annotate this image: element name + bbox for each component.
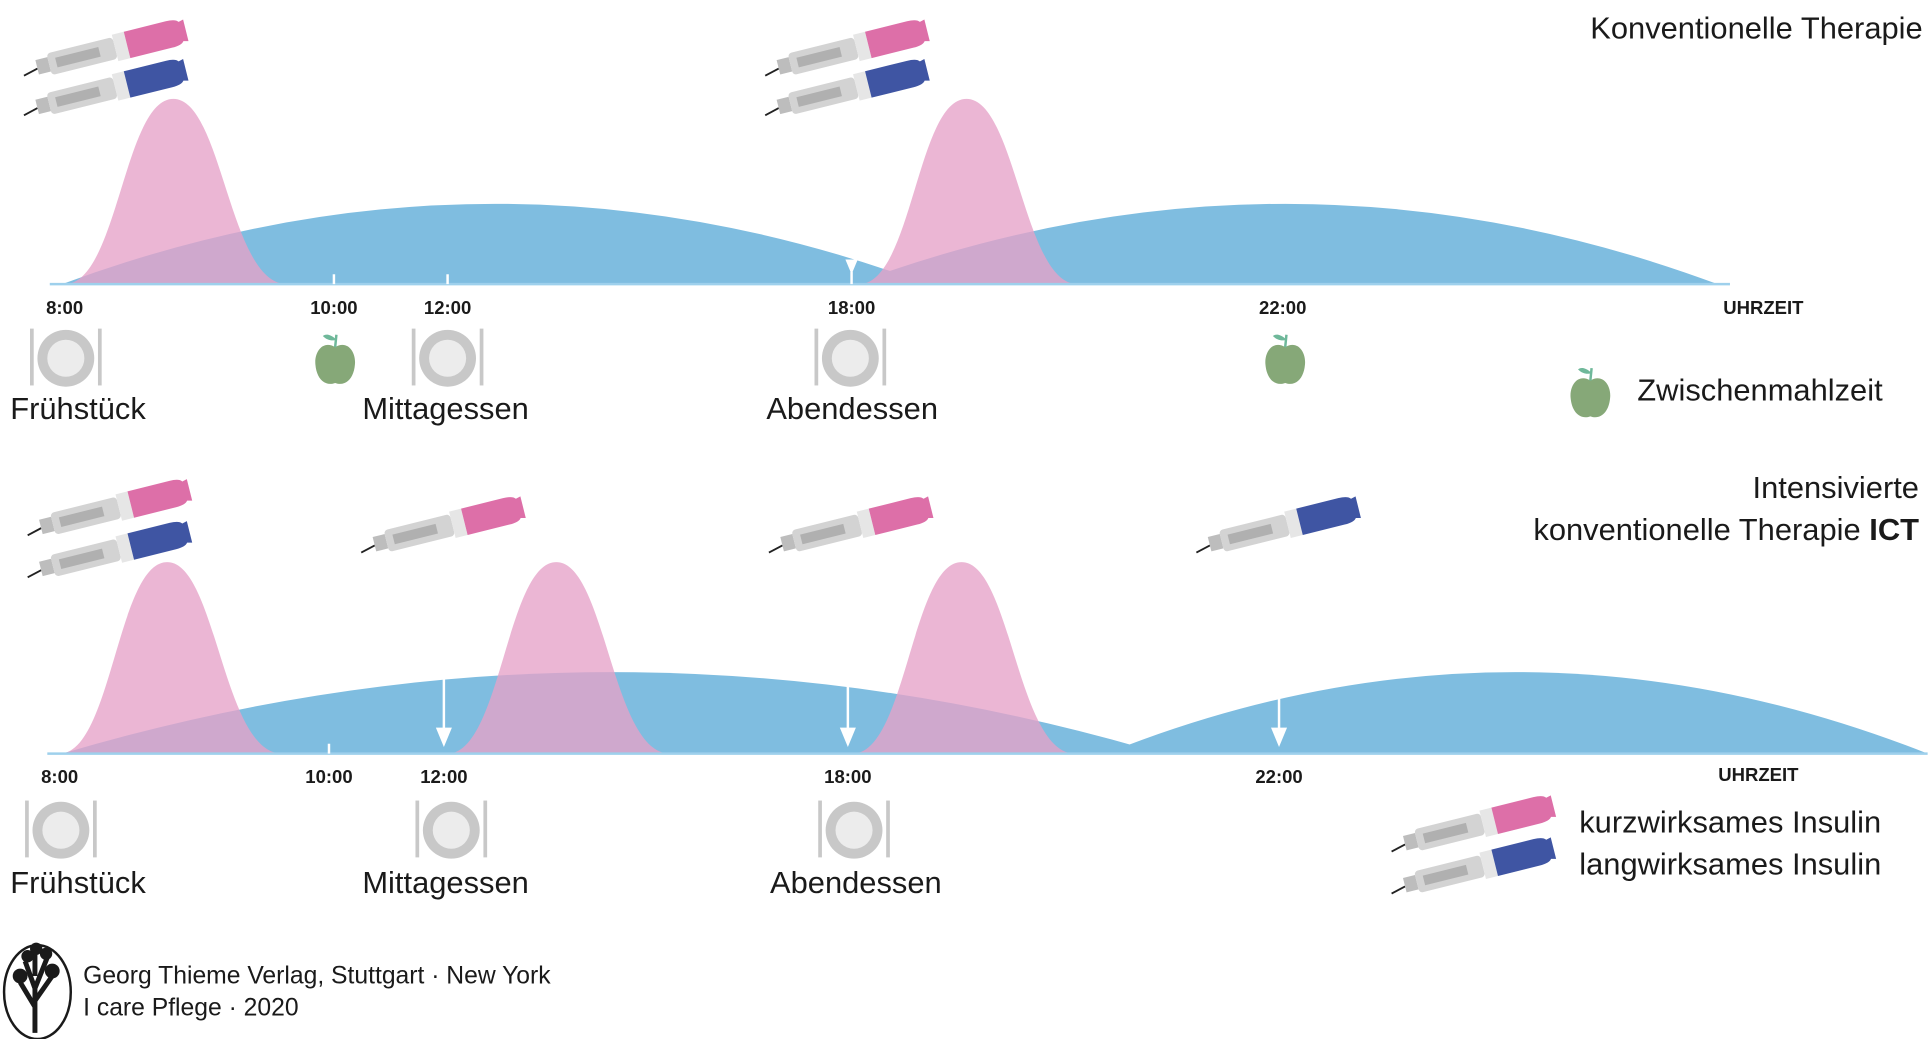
injection-arrows — [435, 679, 1288, 747]
basal-curve — [852, 203, 1718, 285]
meal-label: Abendessen — [766, 391, 938, 426]
publisher-logo — [2, 942, 73, 1039]
bolus-curve — [858, 98, 1078, 285]
tick-label: 22:00 — [1255, 766, 1302, 787]
bolus-curve — [64, 98, 287, 285]
conventional-title: Konventionelle Therapie — [1590, 10, 1922, 45]
snack-legend: Zwischenmahlzeit — [1637, 372, 1883, 407]
insulin-legend: kurzwirksames Insulin langwirksames Insu… — [1386, 792, 1881, 903]
plate-icon — [818, 800, 890, 859]
conventional-panel: Konventionelle Therapie 8:00 10:00 12:00… — [10, 10, 1922, 426]
axis-label: UHRZEIT — [1723, 297, 1804, 318]
plate-icon — [25, 800, 97, 859]
axis-label: UHRZEIT — [1718, 764, 1799, 785]
long-insulin-syringe-icon — [1190, 493, 1363, 562]
meal-label: Frühstück — [10, 391, 146, 426]
legend-short-insulin: kurzwirksames Insulin — [1579, 805, 1881, 840]
tick-label: 18:00 — [828, 297, 875, 318]
ict-title-line1: Intensivierte — [1753, 470, 1919, 505]
tick-label: 10:00 — [305, 766, 352, 787]
apple-icon — [314, 333, 357, 386]
meal-label: Mittagessen — [362, 391, 528, 426]
tick-label: 22:00 — [1259, 297, 1306, 318]
tick-label: 12:00 — [420, 766, 467, 787]
basal-curve — [62, 203, 927, 285]
short-insulin-syringe-icon — [355, 493, 528, 562]
plate-icon — [30, 328, 102, 387]
meal-label: Mittagessen — [362, 865, 528, 900]
plate-icon — [415, 800, 488, 859]
legend-long-insulin: langwirksames Insulin — [1579, 847, 1881, 882]
meal-label: Frühstück — [10, 865, 146, 900]
ict-title-line2: konventionelle Therapie ICT — [1533, 512, 1919, 547]
ict-title-bold: ICT — [1869, 512, 1919, 547]
tick-label: 12:00 — [424, 297, 471, 318]
meal-label: Abendessen — [770, 865, 942, 900]
ict-panel: Intensivierte konventionelle Therapie IC… — [10, 470, 1928, 900]
short-insulin-syringe-icon — [763, 493, 935, 562]
tick-label: 18:00 — [824, 766, 871, 787]
tick-label: 8:00 — [46, 297, 83, 318]
apple-icon — [1264, 333, 1307, 386]
tick-label: 8:00 — [41, 766, 78, 787]
plate-icon — [411, 328, 484, 387]
ict-title-text: konventionelle Therapie — [1533, 512, 1869, 547]
bolus-curve — [59, 562, 283, 754]
apple-icon — [1569, 366, 1612, 419]
plate-icon — [814, 328, 887, 387]
footer-book: I care Pflege · 2020 — [83, 995, 298, 1022]
injection-arrow — [845, 259, 858, 275]
basal-curve — [1106, 672, 1928, 754]
footer: Georg Thieme Verlag, Stuttgart · New Yor… — [2, 942, 551, 1039]
bolus-curve — [447, 562, 670, 754]
bolus-curve — [852, 562, 1076, 754]
footer-publisher: Georg Thieme Verlag, Stuttgart · New Yor… — [83, 962, 551, 989]
tick-label: 10:00 — [310, 297, 357, 318]
